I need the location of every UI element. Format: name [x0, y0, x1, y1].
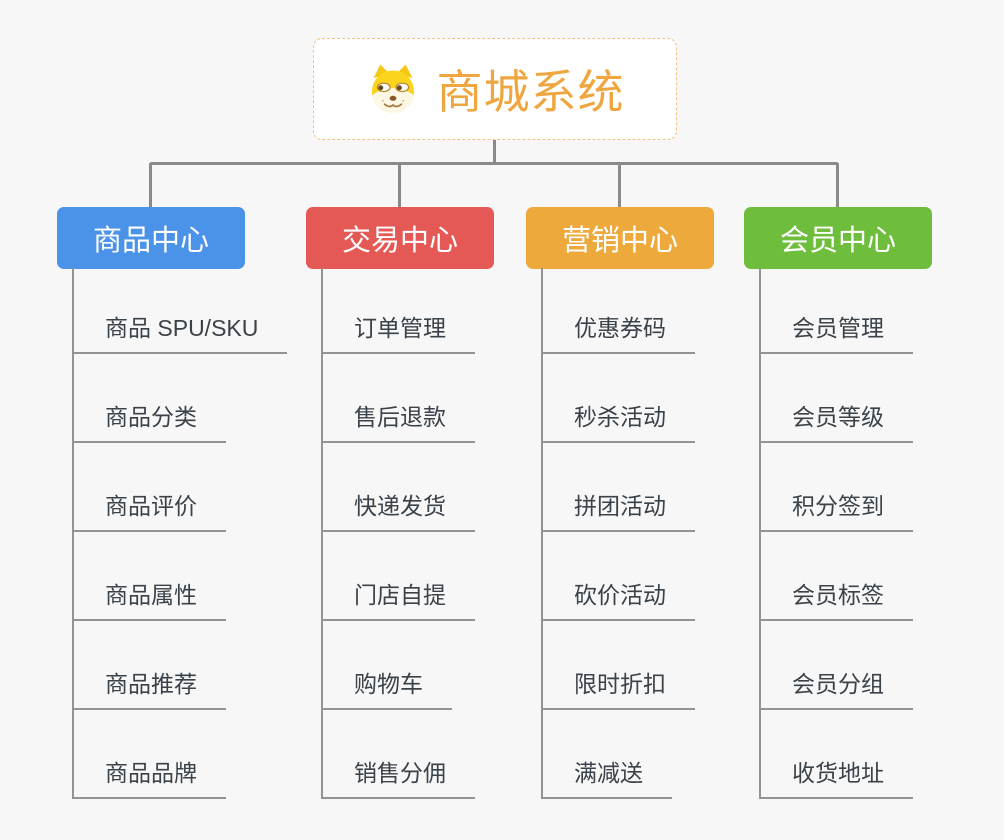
leaf-topic[interactable]: 购物车: [321, 668, 452, 710]
leaf-topic[interactable]: 满减送: [541, 757, 672, 799]
leaf-topic[interactable]: 商品属性: [72, 579, 226, 621]
branch-topic-trade[interactable]: 交易中心: [306, 207, 494, 269]
leaf-topic[interactable]: 销售分佣: [321, 757, 475, 799]
branch-topic-label: 营销中心: [561, 225, 678, 257]
leaf-topic[interactable]: 优惠券码: [541, 312, 695, 354]
branch-column-trade: 交易中心 订单管理 售后退款 快递发货 门店自提 购物车 销售分佣: [306, 207, 556, 799]
connector-drop: [618, 163, 621, 207]
branch-topic-marketing[interactable]: 营销中心: [526, 207, 714, 269]
branch-items: 优惠券码 秒杀活动 拼团活动 砍价活动 限时折扣 满减送: [541, 312, 776, 799]
leaf-topic[interactable]: 会员分组: [759, 668, 913, 710]
leaf-topic[interactable]: 商品分类: [72, 401, 226, 443]
connector-trunk: [541, 268, 543, 799]
leaf-topic[interactable]: 积分签到: [759, 490, 913, 532]
leaf-topic[interactable]: 秒杀活动: [541, 401, 695, 443]
leaf-topic[interactable]: 会员管理: [759, 312, 913, 354]
leaf-topic[interactable]: 门店自提: [321, 579, 475, 621]
branch-column-marketing: 营销中心 优惠券码 秒杀活动 拼团活动 砍价活动 限时折扣 满减送: [526, 207, 776, 799]
connector-drop: [149, 163, 152, 207]
connector-trunk: [321, 268, 323, 799]
branch-topic-label: 会员中心: [779, 225, 896, 257]
leaf-topic[interactable]: 会员等级: [759, 401, 913, 443]
leaf-topic[interactable]: 拼团活动: [541, 490, 695, 532]
branch-topic-member[interactable]: 会员中心: [744, 207, 932, 269]
branch-items: 订单管理 售后退款 快递发货 门店自提 购物车 销售分佣: [321, 312, 556, 799]
connector-drop: [398, 163, 401, 207]
branch-items: 商品 SPU/SKU 商品分类 商品评价 商品属性 商品推荐 商品品牌: [72, 312, 307, 799]
branch-topic-label: 商品中心: [92, 225, 209, 257]
connector-bus: [150, 162, 838, 165]
leaf-topic[interactable]: 商品推荐: [72, 668, 226, 710]
leaf-topic[interactable]: 限时折扣: [541, 668, 695, 710]
leaf-topic[interactable]: 砍价活动: [541, 579, 695, 621]
branch-items: 会员管理 会员等级 积分签到 会员标签 会员分组 收货地址: [759, 312, 994, 799]
leaf-topic[interactable]: 商品评价: [72, 490, 226, 532]
leaf-topic[interactable]: 订单管理: [321, 312, 475, 354]
leaf-topic[interactable]: 商品品牌: [72, 757, 226, 799]
branch-column-product: 商品中心 商品 SPU/SKU 商品分类 商品评价 商品属性 商品推荐 商品品牌: [57, 207, 307, 799]
leaf-topic[interactable]: 快递发货: [321, 490, 475, 532]
root-topic-title: 商城系统: [436, 66, 625, 118]
leaf-topic[interactable]: 商品 SPU/SKU: [72, 312, 288, 354]
connector-trunk: [759, 268, 761, 799]
connector-trunk: [72, 268, 74, 799]
connector-drop: [836, 163, 839, 207]
leaf-topic[interactable]: 会员标签: [759, 579, 913, 621]
doge-dog-icon: [366, 62, 420, 116]
connector-root-stem: [493, 140, 496, 164]
branch-topic-label: 交易中心: [341, 225, 458, 257]
branch-topic-product[interactable]: 商品中心: [57, 207, 245, 269]
leaf-topic[interactable]: 售后退款: [321, 401, 475, 443]
root-topic[interactable]: 商城系统: [313, 38, 677, 140]
leaf-topic[interactable]: 收货地址: [759, 757, 913, 799]
branch-column-member: 会员中心 会员管理 会员等级 积分签到 会员标签 会员分组 收货地址: [744, 207, 994, 799]
